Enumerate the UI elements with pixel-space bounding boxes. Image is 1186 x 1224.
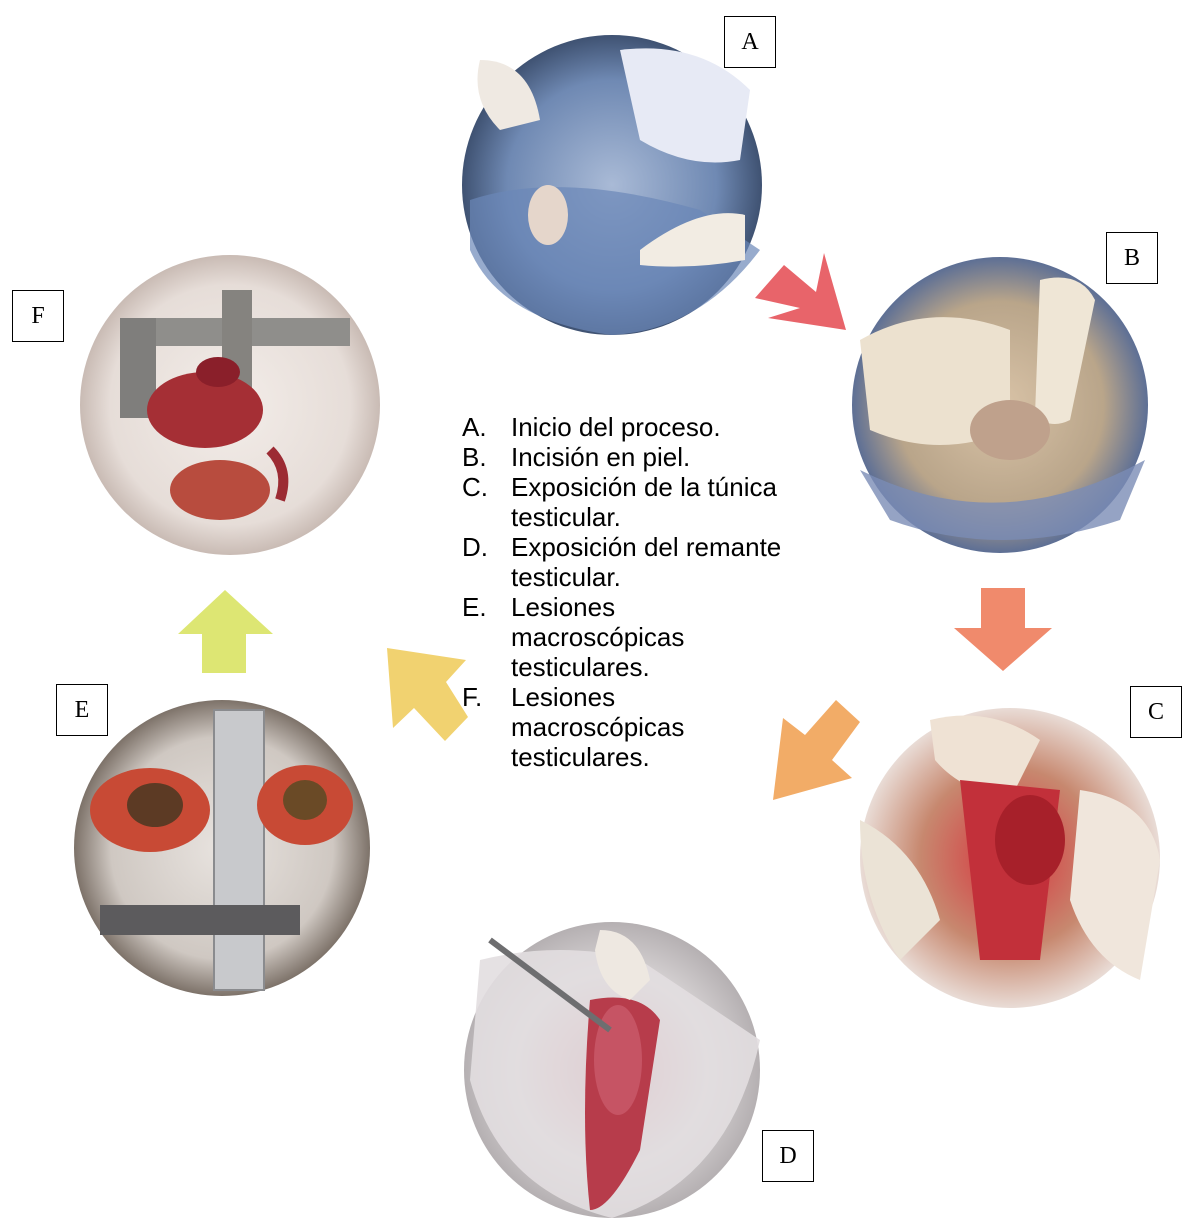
photo-b-skin-incision — [852, 257, 1148, 553]
legend-letter: B. — [462, 442, 511, 472]
legend-text: Exposición de la túnica testicular. — [511, 472, 792, 532]
step-label-d: D — [762, 1130, 814, 1182]
step-label-c: C — [1130, 686, 1182, 738]
legend-letter: D. — [462, 532, 511, 592]
photo-d-testicular-remnant — [464, 922, 760, 1218]
legend-item: D.Exposición del remante testicular. — [462, 532, 792, 592]
photo-e-caliper-lesions — [74, 700, 370, 996]
legend-text: Lesiones macroscópicas testiculares. — [511, 682, 792, 772]
legend-letter: F. — [462, 682, 511, 772]
legend-item: C.Exposición de la túnica testicular. — [462, 472, 792, 532]
step-label-b: B — [1106, 232, 1158, 284]
legend-letter: E. — [462, 592, 511, 682]
legend-text: Exposición del remante testicular. — [511, 532, 792, 592]
step-label-a: A — [724, 16, 776, 68]
legend-letter: C. — [462, 472, 511, 532]
photo-f-caliper-lesions — [80, 255, 380, 555]
step-label-e: E — [56, 684, 108, 736]
arrow-d-to-e — [387, 648, 468, 741]
step-legend: A.Inicio del proceso. B.Incisión en piel… — [462, 412, 792, 772]
legend-item: A.Inicio del proceso. — [462, 412, 792, 442]
arrow-b-to-c — [954, 588, 1052, 671]
legend-item: F.Lesiones macroscópicas testiculares. — [462, 682, 792, 772]
arrow-e-to-f — [178, 590, 273, 673]
legend-text: Inicio del proceso. — [511, 412, 792, 442]
legend-item: E.Lesiones macroscópicas testiculares. — [462, 592, 792, 682]
step-label-f: F — [12, 290, 64, 342]
arrow-a-to-b — [755, 253, 846, 330]
photo-a-surgery-start — [462, 35, 762, 335]
legend-text: Incisión en piel. — [511, 442, 792, 472]
legend-item: B.Incisión en piel. — [462, 442, 792, 472]
photo-c-tunica-exposure — [860, 708, 1160, 1008]
legend-letter: A. — [462, 412, 511, 442]
legend-text: Lesiones macroscópicas testiculares. — [511, 592, 792, 682]
